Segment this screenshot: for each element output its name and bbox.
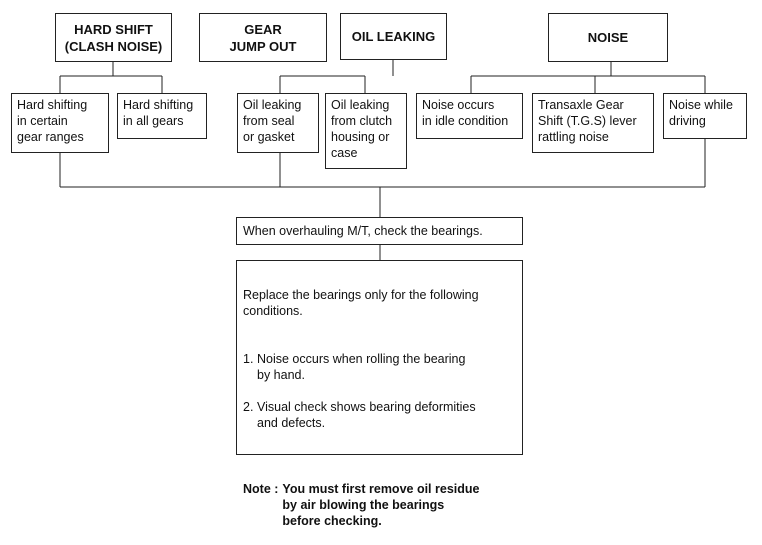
note: Note : You must first remove oil residue… — [243, 481, 514, 529]
symptom-noise-idle: Noise occurs in idle condition — [416, 93, 523, 139]
symptom-tgs-lever-rattle: Transaxle Gear Shift (T.G.S) lever rattl… — [532, 93, 654, 153]
condition-text: Noise occurs when rolling the bearing by… — [257, 352, 466, 382]
replace-conditions-list: 1. Noise occurs when rolling the bearing… — [243, 335, 514, 447]
noise-header: NOISE — [548, 13, 668, 62]
condition-text: Visual check shows bearing deformities a… — [257, 400, 476, 430]
connector-lines — [59, 60, 706, 260]
symptom-oil-leak-seal-gasket: Oil leaking from seal or gasket — [237, 93, 319, 153]
symptom-hard-shifting-all-gears: Hard shifting in all gears — [117, 93, 207, 139]
note-label: Note : — [243, 482, 279, 496]
note-text: You must first remove oil residue by air… — [282, 482, 480, 528]
symptom-noise-while-driving: Noise while driving — [663, 93, 747, 139]
condition-item: 2. Visual check shows bearing deformitie… — [243, 399, 514, 431]
condition-number: 2. — [243, 400, 254, 414]
gear-jump-out-header: GEAR JUMP OUT — [199, 13, 327, 62]
check-bearings-box: When overhauling M/T, check the bearings… — [236, 217, 523, 245]
condition-number: 1. — [243, 352, 254, 366]
oil-leaking-header: OIL LEAKING — [340, 13, 447, 60]
hard-shift-header: HARD SHIFT (CLASH NOISE) — [55, 13, 172, 62]
symptom-hard-shifting-certain-gears: Hard shifting in certain gear ranges — [11, 93, 109, 153]
condition-item: 1. Noise occurs when rolling the bearing… — [243, 351, 514, 383]
symptom-oil-leak-clutch-housing: Oil leaking from clutch housing or case — [325, 93, 407, 169]
replace-bearings-box: Replace the bearings only for the follow… — [236, 260, 523, 528]
replace-intro: Replace the bearings only for the follow… — [243, 288, 479, 318]
